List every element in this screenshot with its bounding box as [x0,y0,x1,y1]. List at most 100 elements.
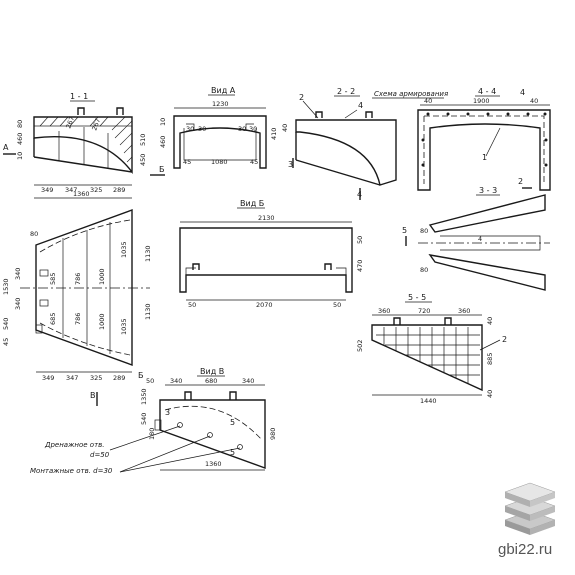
section-4-4-title: 4 - 4 [478,87,496,96]
vb-dim-bottom: 2070 [256,301,273,309]
svg-text:2: 2 [502,335,507,344]
svg-text:1130: 1130 [144,303,152,320]
svg-text:289: 289 [113,374,125,382]
svg-text:80: 80 [420,266,428,274]
svg-text:50: 50 [333,301,341,309]
view-a-title: Вид А [211,86,236,95]
svg-text:450: 450 [139,154,147,166]
svg-text:4: 4 [358,101,363,110]
svg-text:5: 5 [402,226,407,235]
plan-view: 585 685 786 786 1000 1000 1035 1035 1130… [2,208,152,406]
svg-text:325: 325 [90,374,102,382]
svg-text:50: 50 [146,377,154,385]
section-5-5: 5 - 5 360 720 360 1440 502 40 885 40 2 [356,293,507,405]
svg-text:585: 585 [49,273,57,285]
s1-dim-1: 349 [41,186,53,194]
svg-text:30: 30 [198,125,206,133]
svg-text:786: 786 [74,313,82,325]
svg-text:1035: 1035 [120,318,128,335]
view-b-title: Вид Б [240,199,264,208]
svg-text:885: 885 [486,353,494,365]
svg-text:1130: 1130 [144,245,152,262]
svg-text:4: 4 [478,235,482,243]
svg-text:685: 685 [49,313,57,325]
section-4-4: 4 - 4 1900 40 40 4 1 2 [417,87,551,191]
svg-text:1000: 1000 [98,313,106,330]
drain-hole-label: Дренажное отв. [44,441,105,449]
svg-text:2: 2 [299,93,304,102]
svg-text:680: 680 [205,377,217,385]
svg-text:460: 460 [159,136,167,148]
svg-text:1360: 1360 [205,460,222,468]
svg-text:267: 267 [90,117,102,131]
svg-text:5: 5 [230,448,235,457]
svg-text:470: 470 [356,260,364,272]
svg-text:40: 40 [424,97,432,105]
svg-text:1000: 1000 [98,268,106,285]
va-dim-top: 1230 [212,100,229,108]
section-3-3-title: 3 - 3 [479,186,497,195]
svg-text:1900: 1900 [473,97,490,105]
rebar-dots [421,112,548,167]
svg-text:360: 360 [378,307,390,315]
svg-text:30: 30 [249,125,257,133]
section-2-2-title: 2 - 2 [337,87,355,96]
svg-text:1530: 1530 [2,278,10,295]
svg-text:460: 460 [16,133,24,145]
svg-text:10: 10 [16,152,24,160]
svg-text:45: 45 [2,338,10,346]
reinforcement-grid [376,327,480,384]
svg-text:45: 45 [250,158,258,166]
svg-text:786: 786 [74,273,82,285]
svg-text:340: 340 [242,377,254,385]
svg-text:50: 50 [356,236,364,244]
svg-text:540: 540 [140,413,148,425]
svg-text:80: 80 [420,227,428,235]
svg-text:1440: 1440 [420,397,437,405]
svg-text:40: 40 [486,390,494,398]
svg-text:30: 30 [186,125,194,133]
marker-a-left: А [3,143,9,152]
view-b: Вид Б 2130 2070 50 50 50 470 [179,199,364,309]
svg-text:180: 180 [148,428,156,440]
section-2-2: 2 - 2 2 4 40 3 4 [281,87,397,200]
svg-text:502: 502 [356,340,364,352]
view-v-title: Вид В [200,367,224,376]
svg-text:347: 347 [66,374,78,382]
svg-text:50: 50 [188,301,196,309]
s1-dim-2: 347 [65,186,77,194]
svg-text:80: 80 [30,230,38,238]
mount-hole-label: Монтажные отв. d=30 [30,467,113,475]
svg-text:1: 1 [482,153,487,162]
reinforcement-title: Схема армирования [374,90,448,98]
svg-text:45: 45 [183,158,191,166]
section-1-1-hatch [39,116,133,163]
svg-text:В: В [90,391,96,400]
va-dim-bottom: 1080 [211,158,228,166]
svg-text:5: 5 [230,418,235,427]
svg-text:3: 3 [165,408,170,417]
s1-dim-4: 289 [113,186,125,194]
svg-text:30: 30 [238,125,246,133]
svg-text:267: 267 [64,115,76,129]
svg-text:540: 540 [2,318,10,330]
logo-icon [504,482,556,535]
svg-text:410: 410 [270,128,278,140]
svg-text:720: 720 [418,307,430,315]
s1-dim-3: 325 [90,186,102,194]
section-1-1: 1 - 1 267 267 349 347 325 289 [3,92,165,199]
svg-text:1035: 1035 [120,241,128,258]
svg-text:980: 980 [269,428,277,440]
svg-text:40: 40 [530,97,538,105]
svg-text:40: 40 [281,124,289,132]
section-3-3: 3 - 3 4 80 80 5 [402,186,550,291]
svg-text:349: 349 [42,374,54,382]
svg-text:10: 10 [159,118,167,126]
svg-text:510: 510 [139,134,147,146]
svg-text:Б: Б [138,371,144,380]
vb-dim-top: 2130 [258,214,275,222]
section-5-5-title: 5 - 5 [408,293,426,302]
marker-b: Б [159,165,165,174]
drain-hole-diameter: d=50 [90,451,110,459]
